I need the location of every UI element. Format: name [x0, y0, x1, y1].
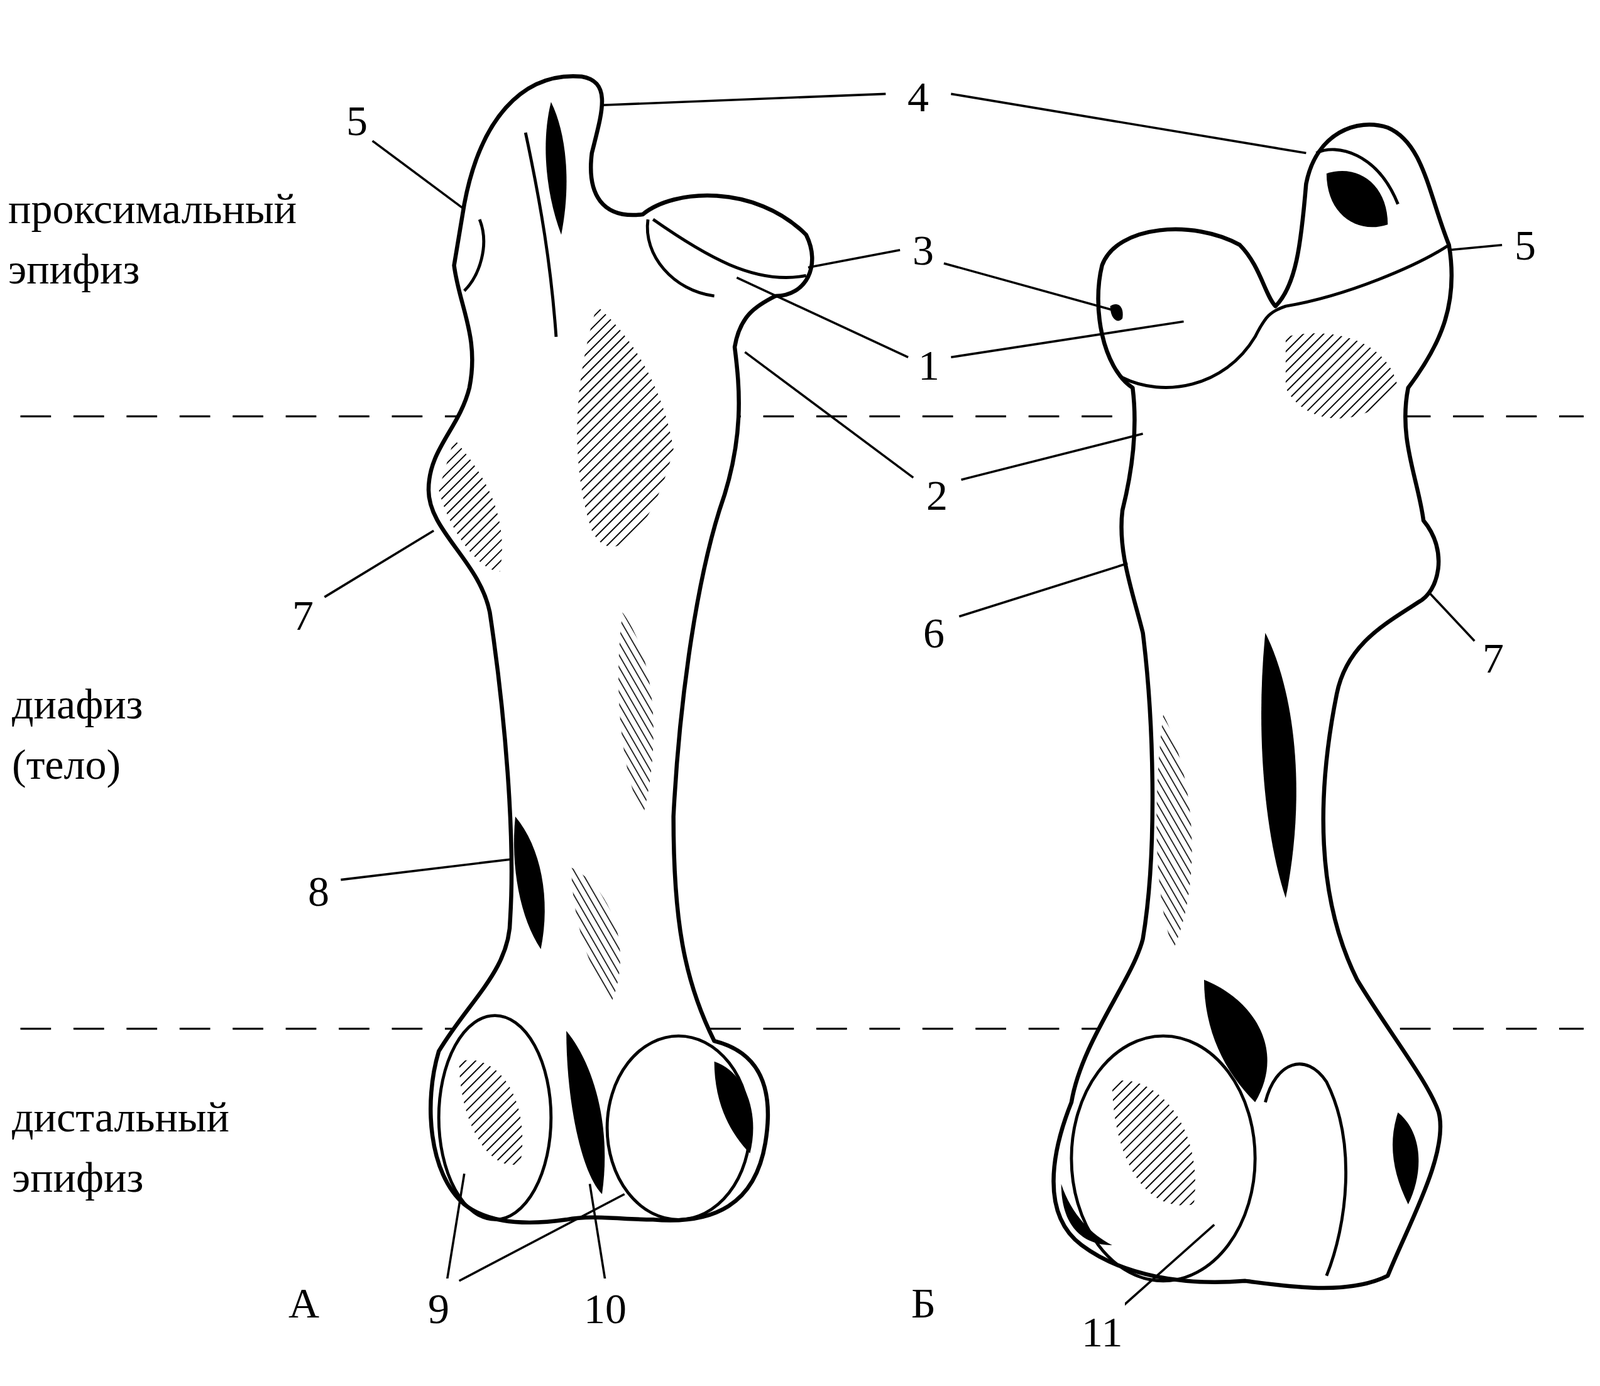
- callout-number-text: 7: [289, 585, 317, 646]
- callout-number: Б: [908, 1272, 939, 1333]
- region-label: диафиз (тело): [11, 673, 201, 795]
- leader-line: [324, 93, 1502, 1306]
- femur-front-view: [428, 76, 812, 1223]
- callout-number: 3: [909, 219, 937, 281]
- region-label-text: проксимальный эпифиз: [8, 178, 361, 300]
- callout-number: 9: [425, 1278, 452, 1339]
- callout-number-text: 9: [425, 1278, 452, 1339]
- callout-number: 7: [289, 585, 317, 646]
- callout-number: 5: [1512, 214, 1539, 276]
- region-label: дистальный эпифиз: [11, 1086, 308, 1208]
- callout-number-text: 1: [915, 334, 943, 396]
- callout-number: 7: [1479, 627, 1507, 689]
- callout-number: 6: [920, 602, 948, 664]
- callout-number-text: 3: [909, 219, 937, 281]
- region-label-text: диафиз (тело): [11, 673, 201, 795]
- region-label: проксимальный эпифиз: [8, 178, 361, 300]
- callout-number-text: 8: [305, 860, 332, 922]
- callout-number: 11: [1079, 1301, 1125, 1362]
- callout-number: 2: [923, 465, 951, 526]
- callout-number-text: 6: [920, 602, 948, 664]
- callout-number: 1: [915, 334, 943, 396]
- region-label-text: дистальный эпифиз: [11, 1086, 308, 1208]
- callout-number: 8: [305, 860, 332, 922]
- callout-number-text: 5: [1512, 214, 1539, 276]
- callout-number-text: А: [285, 1272, 322, 1333]
- callout-number-text: 7: [1479, 627, 1507, 689]
- femur-back-view: [1053, 124, 1452, 1288]
- callout-number: 4: [904, 66, 932, 127]
- callout-number-text: Б: [908, 1272, 939, 1333]
- callout-number-text: 11: [1079, 1301, 1125, 1362]
- callout-number-text: 5: [343, 90, 371, 151]
- callout-number-text: 4: [904, 66, 932, 127]
- callout-number: 10: [581, 1278, 630, 1339]
- callout-number-text: 2: [923, 465, 951, 526]
- callout-number: А: [285, 1272, 322, 1333]
- callout-number: 5: [343, 90, 371, 151]
- callout-number-text: 10: [581, 1278, 630, 1339]
